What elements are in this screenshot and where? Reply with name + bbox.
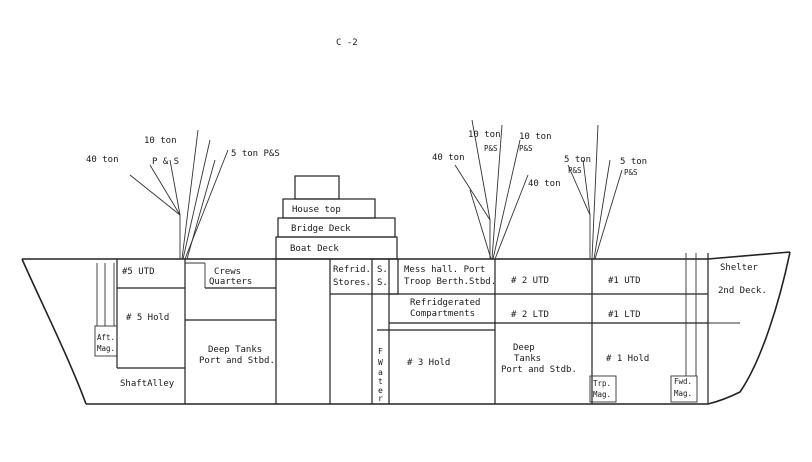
page-id: C -2 [336, 38, 358, 48]
compartment-trp-mag-2: Mag. [593, 390, 611, 399]
boom-label-mid-ps-a: P&S [484, 144, 498, 153]
fwd-mast [567, 124, 623, 260]
compartment-mess-hall-1: Mess hall. Port [404, 265, 485, 275]
compartment-refrigerated-2: Compartments [410, 309, 475, 319]
fwater-letter-3: a [378, 368, 383, 377]
boom-label-fwd-ps-a: P&S [568, 166, 582, 175]
mid-mast [454, 119, 529, 260]
fwater-letter-6: r [378, 394, 383, 403]
compartment-deep-tanks-aft-2: Port and Stbd. [199, 356, 275, 366]
boom-label-aft-5ton: 5 ton P&S [231, 149, 280, 159]
compartment-no1-hold: # 1 Hold [606, 354, 649, 364]
compartment-shelter: Shelter [720, 263, 759, 273]
compartment-ss-2: S. [377, 278, 388, 288]
compartment-deep-tanks-aft-1: Deep Tanks [208, 345, 262, 355]
compartment-refrid-stores-1: Refrid. [333, 265, 371, 275]
compartment-crews-quarters-1: Crews [214, 267, 241, 277]
compartment-refrigerated-1: Refridgerated [410, 298, 480, 308]
label-boat-deck: Boat Deck [290, 244, 339, 254]
compartment-refrid-stores-2: Stores. [333, 278, 371, 288]
compartment-no3-hold: # 3 Hold [407, 358, 450, 368]
fwater-letter-4: t [378, 377, 383, 386]
boom-label-fwd-ps-b: P&S [624, 168, 638, 177]
compartment-no5-utd: #5 UTD [122, 267, 155, 277]
boom-label-mid-10ton-a: 10 ton [468, 130, 501, 140]
compartment-crews-quarters-2: Quarters [209, 277, 252, 287]
compartment-no1-utd: #1 UTD [608, 276, 641, 286]
compartment-deep-tanks-fwd-1: Deep [513, 343, 535, 353]
aft-mast [129, 129, 229, 260]
compartment-2nd-deck: 2nd Deck. [718, 286, 767, 296]
compartment-no5-hold: # 5 Hold [126, 313, 169, 323]
compartment-fwd-mag-2: Mag. [674, 389, 692, 398]
label-bridge-deck: Bridge Deck [291, 224, 351, 234]
compartment-no2-utd: # 2 UTD [511, 276, 549, 286]
compartment-no2-ltd: # 2 LTD [511, 310, 549, 320]
compartment-fwd-mag-1: Fwd. [674, 377, 692, 386]
boom-label-mid-40ton-b: 40 ton [528, 179, 561, 189]
compartment-mess-hall-2: Troop Berth.Stbd. [404, 277, 496, 287]
boom-label-fwd-5ton-a: 5 ton [564, 155, 591, 165]
compartment-aft-mag-2: Mag. [97, 344, 115, 353]
boom-label-mid-ps-b: P&S [519, 144, 533, 153]
compartment-deep-tanks-fwd-3: Port and Stdb. [501, 365, 577, 375]
internal-bulkheads [94, 253, 740, 404]
boom-label-aft-10ton: 10 ton [144, 136, 177, 146]
fwater-letter-1: F [378, 347, 383, 356]
compartment-deep-tanks-fwd-2: Tanks [514, 354, 541, 364]
boom-label-aft-40ton: 40 ton [86, 155, 119, 165]
boom-label-aft-ps: P & S [152, 157, 179, 167]
compartment-ss-1: S. [377, 265, 388, 275]
compartment-no1-ltd: #1 LTD [608, 310, 641, 320]
fwater-letter-5: e [378, 386, 383, 395]
boom-label-mid-40ton-a: 40 ton [432, 153, 465, 163]
boom-label-fwd-5ton-b: 5 ton [620, 157, 647, 167]
compartment-aft-mag-1: Aft. [97, 333, 115, 342]
boom-label-mid-10ton-b: 10 ton [519, 132, 552, 142]
compartment-shaft-alley: ShaftAlley [120, 379, 175, 389]
fwater-letter-2: W [378, 358, 383, 367]
compartment-trp-mag-1: Trp. [593, 379, 611, 388]
superstructure [275, 175, 398, 260]
label-house-top: House top [292, 205, 341, 215]
